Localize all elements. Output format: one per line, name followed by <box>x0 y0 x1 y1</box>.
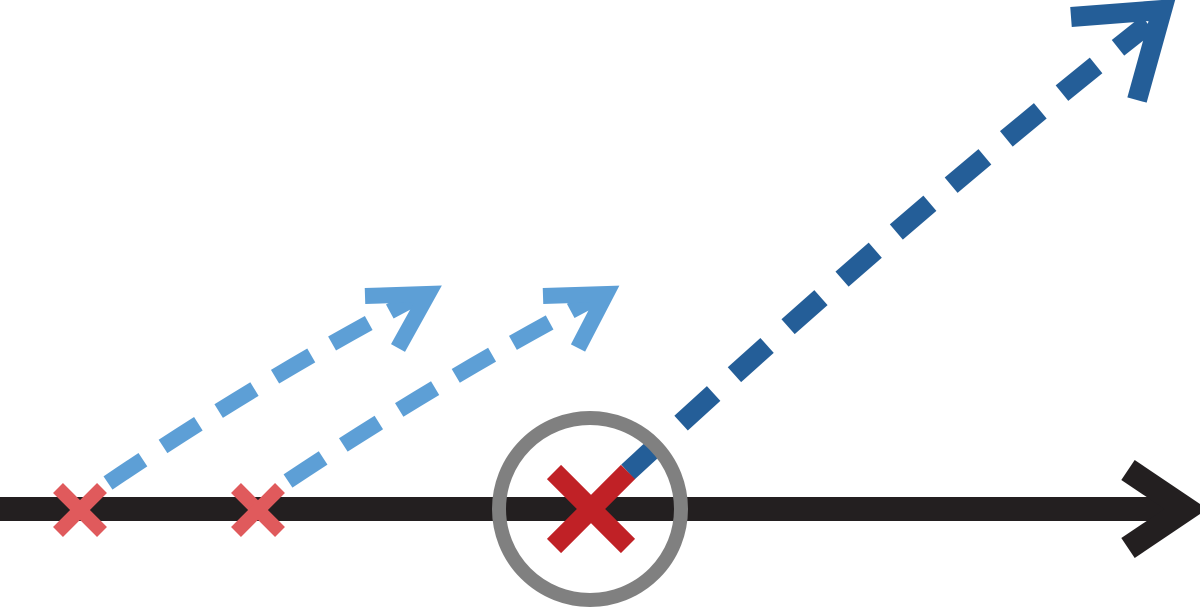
x-mark-stroke <box>53 483 107 537</box>
major-arrow <box>621 0 1176 480</box>
minor-marker-1 <box>53 483 107 537</box>
minor-arrow-1 <box>103 285 442 490</box>
major-arrow-shaft <box>621 16 1155 480</box>
minor-arrow-2 <box>283 285 620 488</box>
x-mark-stroke <box>231 483 285 537</box>
minor-marker-2 <box>231 483 285 537</box>
major-marker <box>546 464 636 554</box>
major-arrow-head-icon <box>1070 0 1176 103</box>
x-mark-stroke <box>546 464 636 554</box>
minor-arrow-1-head-icon <box>364 285 442 352</box>
timeline-arrowhead-icon <box>1121 460 1200 558</box>
minor-arrow-2-head-icon <box>542 285 620 352</box>
highlight-ring <box>492 411 688 607</box>
